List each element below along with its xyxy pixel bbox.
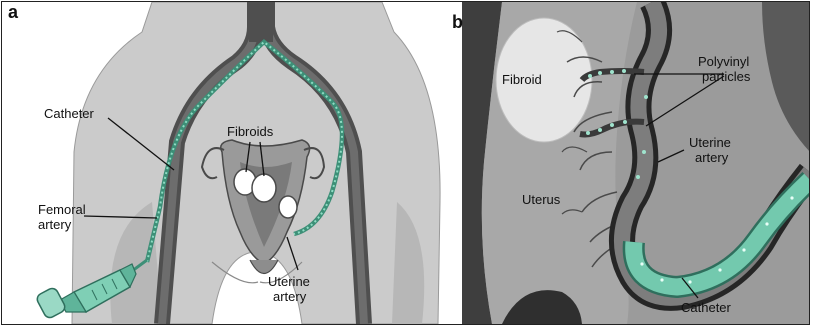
figure-border	[1, 1, 810, 325]
